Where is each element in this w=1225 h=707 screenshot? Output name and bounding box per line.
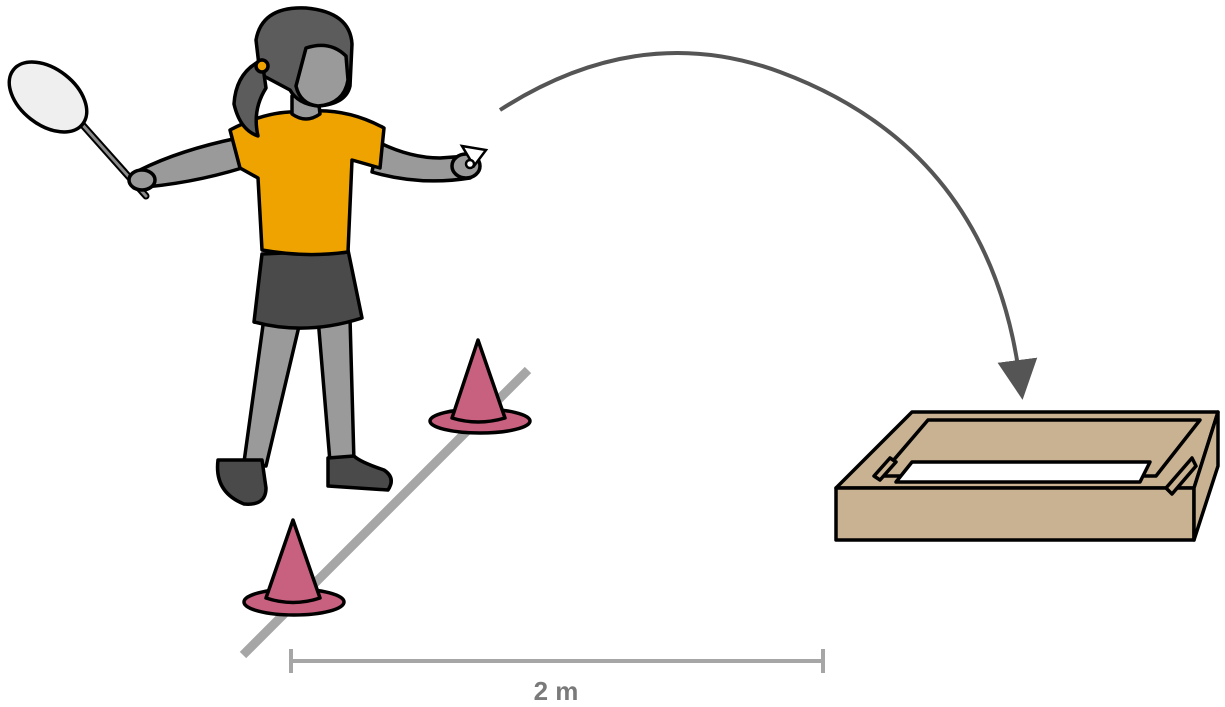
distance-bar bbox=[291, 649, 823, 673]
trajectory-arrow-icon bbox=[500, 53, 1020, 380]
target-box-icon bbox=[836, 412, 1218, 540]
badminton-racket-icon bbox=[0, 48, 146, 196]
player-figure bbox=[0, 8, 480, 504]
distance-label: 2 m bbox=[500, 676, 612, 707]
